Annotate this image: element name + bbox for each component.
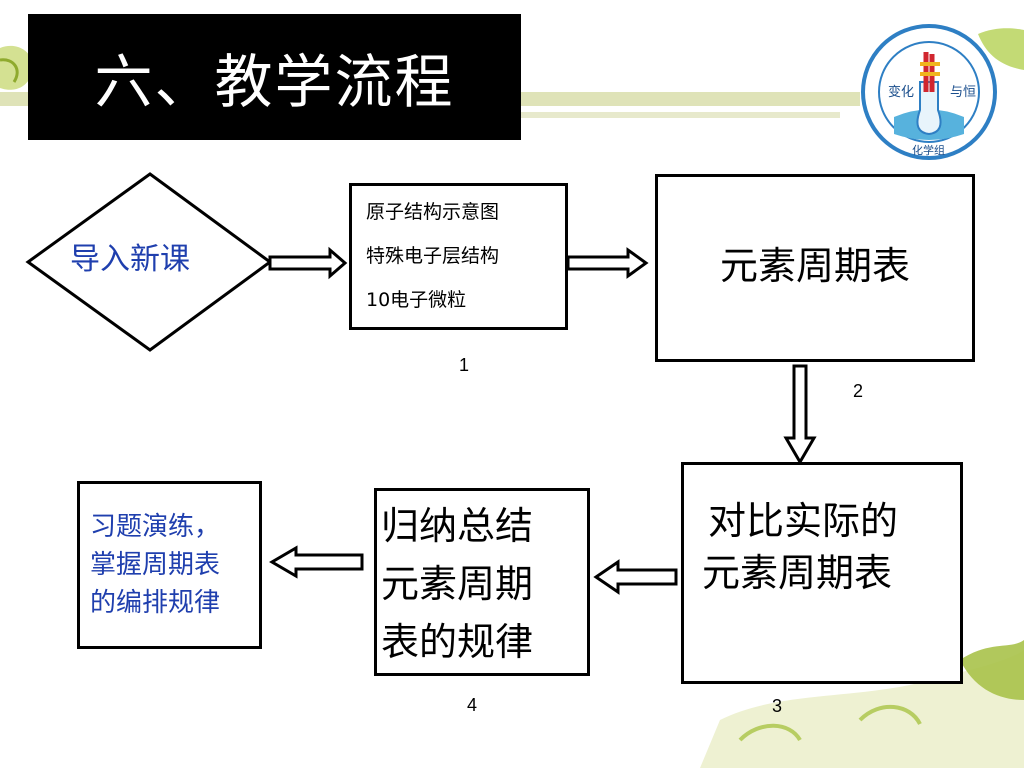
top-band-thin — [520, 112, 840, 118]
box3-line2: 元素周期表 — [702, 551, 893, 595]
arrow-box4-to-box5 — [269, 545, 364, 579]
box4-line1: 归纳总结 — [381, 504, 534, 548]
leaf-top-right — [978, 28, 1024, 71]
box1-line2: 特殊电子层结构 — [366, 245, 500, 267]
logo-flask-icon — [916, 81, 942, 136]
box-exercises: 习题演练， 掌握周期表 的编排规律 — [77, 481, 262, 649]
step-number-1: 1 — [459, 355, 470, 375]
box-periodic-table: 元素周期表 — [655, 174, 975, 362]
box1-line1: 原子结构示意图 — [366, 201, 500, 223]
intro-label: 导入新课 — [70, 242, 190, 277]
leaf-bottom-right — [960, 640, 1024, 700]
page-title: 六、教学流程 — [94, 48, 455, 116]
arrow-box2-to-box3 — [783, 364, 817, 465]
intro-diamond — [25, 172, 273, 352]
logo-glyph-yellow — [920, 62, 940, 76]
arrow-intro-to-box1 — [268, 246, 348, 280]
box5-line3: 的编排规律 — [90, 588, 221, 618]
box1-line3: 10电子微粒 — [366, 289, 467, 311]
leaf-vein-top-left — [0, 58, 19, 83]
box3-line1: 对比实际的 — [708, 499, 899, 543]
logo-left-text: 变化 — [888, 84, 914, 100]
title-bar: 六、教学流程 — [28, 14, 521, 140]
box4-line2: 元素周期 — [381, 562, 534, 606]
step-number-4: 4 — [467, 695, 478, 715]
box5-line1: 习题演练， — [90, 512, 221, 542]
arrow-box1-to-box2 — [566, 247, 649, 279]
logo-right-text: 与恒 — [950, 85, 976, 100]
box2-label: 元素周期表 — [719, 243, 910, 288]
logo-emblem: 变化 与恒 化学组 — [861, 24, 997, 160]
box-summarize-rules: 归纳总结 元素周期 表的规律 — [374, 488, 590, 676]
box-compare-periodic-table: 对比实际的 元素周期表 — [681, 462, 963, 684]
arrow-box3-to-box4 — [593, 559, 678, 595]
school-logo: 变化 与恒 化学组 — [854, 22, 1004, 162]
step-number-2: 2 — [853, 381, 864, 401]
box-atomic-structure: 原子结构示意图 特殊电子层结构 10电子微粒 — [349, 183, 568, 330]
box4-line3: 表的规律 — [381, 620, 534, 664]
step-number-3: 3 — [772, 696, 783, 716]
logo-bottom-text: 化学组 — [912, 143, 945, 157]
leaf-vein-bottom-2 — [858, 704, 922, 726]
box5-line2: 掌握周期表 — [90, 550, 221, 580]
leaf-vein-bottom — [738, 723, 802, 742]
